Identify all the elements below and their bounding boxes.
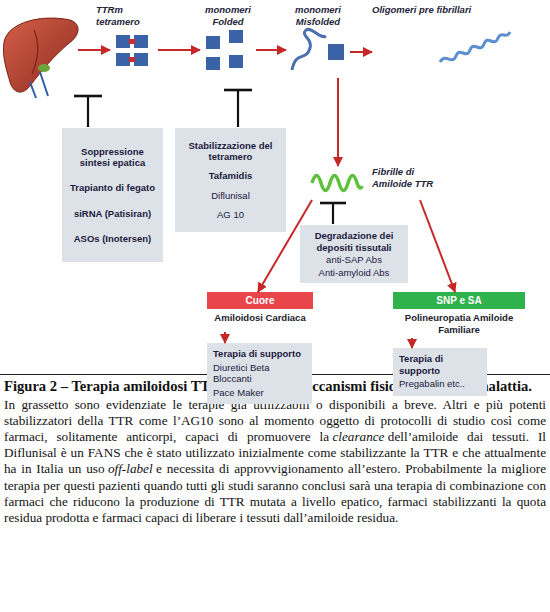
flow-arrow (256, 49, 286, 51)
liver-illustration (3, 18, 78, 92)
therapy-box: Degradazione dei depositi tissutalianti-… (300, 225, 408, 283)
inhibition-stem (237, 90, 239, 127)
tetramer-subunit (134, 53, 148, 66)
node-text: TTRm tetramero (96, 4, 158, 27)
stage-node: TTRm tetramero (96, 4, 158, 78)
flow-arrow (411, 338, 413, 348)
node-text: siRNA (Patisiran) (68, 208, 157, 220)
gallbladder (38, 64, 50, 72)
node-text: AG 10 (181, 209, 280, 221)
stage-node: Oligomeri pre fibrillari (372, 4, 514, 74)
node-text: Pace Maker (213, 387, 306, 399)
organ-box: SNP e SA Polineuropatia Amiloide Familiar… (393, 292, 525, 338)
monomer-square (206, 36, 220, 49)
support-box: Terapia di supportoPregabalin etc.. (393, 348, 487, 396)
flow-arrow (158, 49, 200, 51)
stage-node: monomeri Folded (200, 4, 256, 78)
flow-arrow (224, 332, 226, 343)
flow-arrow (420, 200, 455, 292)
inhibition-stem (87, 96, 89, 127)
flow-arrow (350, 51, 372, 53)
stage-node: monomeri Misfolded (286, 4, 350, 78)
caption-text: off-label (108, 461, 153, 476)
node-text: monomeri Folded (200, 4, 256, 27)
monomer-square (328, 44, 344, 60)
tetramer-bond (129, 39, 135, 44)
node-text: Anti-amyloid Abs (306, 267, 402, 279)
node-text: Diuretici Beta Bloccanti (213, 362, 306, 385)
caption-body: In grassetto sono evidenziate le terapie… (4, 397, 546, 527)
stage-node: Fibrille di Amiloide TTR (306, 166, 442, 200)
therapy-box: Stabilizzazione del tetrameroTafamidisDi… (175, 128, 286, 232)
liver-lobe-line (32, 30, 38, 74)
tetramer-subunit (116, 53, 130, 66)
flow-arrow (337, 78, 339, 166)
node-text: Degradazione dei depositi tissutali (306, 230, 402, 253)
node-layer: TTRm tetramero monomeri Folded monomeri Mi… (0, 0, 550, 380)
support-box: Terapia di supportoDiuretici Beta Blocca… (207, 343, 312, 404)
node-text: Polineuropatia Amiloide Familiare (393, 312, 525, 335)
tetramer-bond (129, 57, 135, 62)
node-text: anti-SAP Abs (306, 254, 402, 266)
node-text: Fibrille di Amiloide TTR (372, 166, 442, 189)
oligomer-spring (440, 32, 510, 62)
misfolded-monomer (292, 29, 326, 70)
node-text: monomeri Misfolded (286, 4, 350, 27)
monomer-square (229, 30, 243, 43)
node-text: Diflunisal (181, 190, 280, 202)
node-text: Oligomeri pre fibrillari (372, 4, 514, 16)
amyloid-fibril (312, 176, 362, 191)
node-text: Terapia di supporto (213, 348, 306, 360)
inhibition-stem (332, 203, 334, 224)
caption-text: clearance (332, 429, 384, 444)
node-text: Stabilizzazione del tetramero (181, 140, 280, 163)
liver-vessels (30, 72, 48, 98)
node-text: Soppressione sintesi epatica (68, 146, 157, 169)
node-text: Amiloidosi Cardiaca (207, 312, 313, 324)
node-text: ASOs (Inotersen) (68, 233, 157, 245)
node-text: Tafamidis (181, 170, 280, 182)
tetramer-subunit (134, 35, 148, 48)
node-text: Pregabalin etc.. (399, 378, 481, 390)
synthesis-arrow (78, 49, 110, 51)
flow-arrow (258, 200, 312, 292)
monomer-square (206, 57, 220, 70)
therapy-box: Soppressione sintesi epaticaTrapianto di… (62, 128, 163, 262)
node-text: Terapia di supporto (399, 353, 481, 376)
node-text: Trapianto di fegato (68, 182, 157, 194)
node-text: SNP e SA (393, 292, 525, 309)
tetramer-subunit (116, 35, 130, 48)
monomer-square (229, 55, 243, 68)
node-text: Cuore (207, 292, 313, 309)
organ-box: CuoreAmiloidosi Cardiaca (207, 292, 313, 332)
